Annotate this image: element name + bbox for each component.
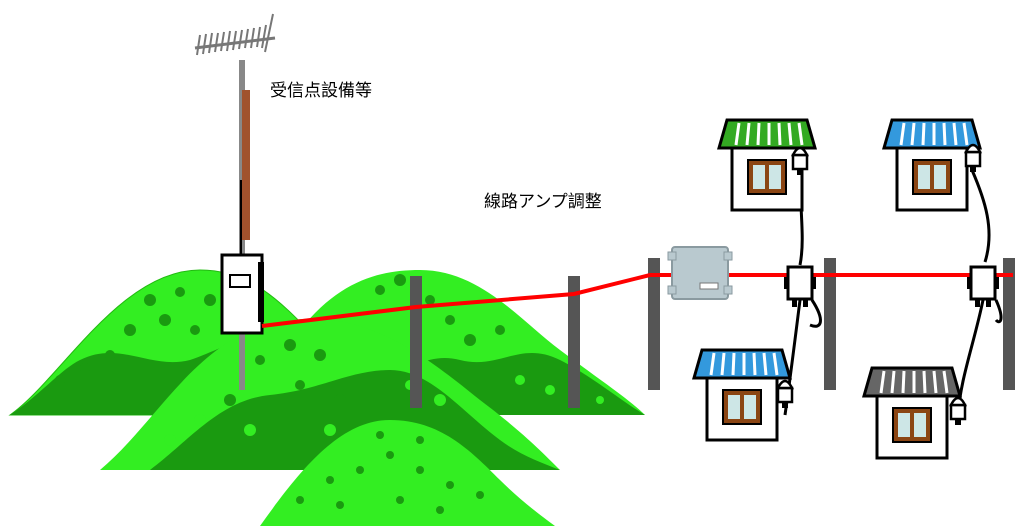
antenna-mast [239,60,250,390]
antenna-facility-label: 受信点設備等 [270,81,372,101]
plug-gray-house [949,396,967,427]
line-amp-adjust-label: 線路アンプ調整 [484,192,602,212]
antenna-icon [194,13,276,56]
hill-dots [55,274,505,406]
hill-front [260,420,555,526]
trunk-cable [261,273,1013,328]
line-amplifier-icon [667,246,733,300]
plug-blue-house-bottom [776,379,794,410]
headend-cabinet [220,253,264,335]
house-blue-roof-bottom [692,348,792,442]
house-gray-roof [862,366,962,460]
utility-poles [410,258,1015,408]
